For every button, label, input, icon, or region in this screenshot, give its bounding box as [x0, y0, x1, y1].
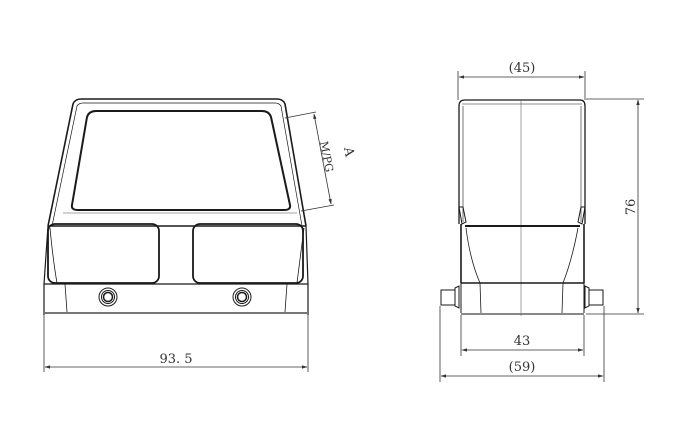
overall-width-dimension	[439, 306, 605, 382]
side-body	[460, 224, 585, 315]
entry-label: M/PG	[317, 140, 336, 173]
entry-dimension	[284, 111, 335, 212]
overall-width-label: (59)	[509, 360, 536, 375]
entry-dim-label: A	[340, 145, 357, 159]
side-view: (45) 76 43 (59)	[439, 61, 644, 382]
width-dimension	[43, 315, 309, 372]
bolt-icon	[232, 287, 252, 307]
side-hood	[458, 99, 586, 316]
height-dimension	[586, 98, 644, 315]
right-side-window	[192, 223, 304, 284]
pin-left	[440, 285, 460, 309]
hood-outline	[47, 98, 307, 227]
base-width-dimension	[460, 315, 585, 356]
hood-window	[70, 110, 292, 211]
base-width-label: 43	[514, 334, 531, 349]
left-side-window	[47, 223, 160, 284]
top-width-label: (45)	[509, 61, 536, 76]
top-width-dimension	[457, 71, 586, 100]
width-label: 93. 5	[159, 352, 192, 367]
bolt-icon	[98, 287, 118, 307]
lower-body	[43, 225, 309, 315]
pin-right	[584, 285, 604, 309]
height-label: 76	[624, 199, 639, 216]
front-view: M/PG A 93. 5	[43, 98, 357, 372]
